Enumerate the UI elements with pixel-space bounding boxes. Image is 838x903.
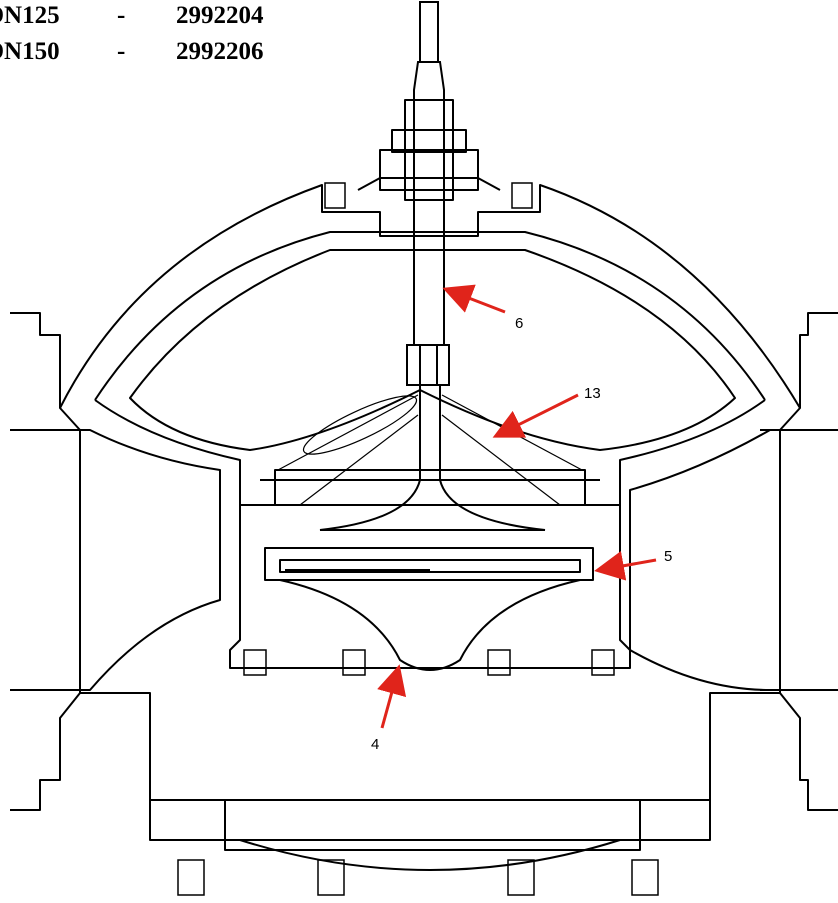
part-number-row-dn125: DN125 - 2992204	[0, 2, 306, 32]
part-size: DN150	[0, 38, 60, 65]
part-size: DN125	[0, 2, 60, 29]
arrow-5	[594, 551, 657, 581]
bottom-cover	[80, 692, 780, 851]
bolts	[177, 182, 659, 896]
bolt	[507, 859, 535, 896]
diaphragm-plate	[274, 469, 586, 506]
arrow-13	[492, 393, 579, 438]
seat-housing	[264, 547, 594, 581]
valve-stem	[279, 1, 581, 671]
bolt	[243, 649, 267, 676]
callout-label-4: 4	[371, 736, 379, 753]
part-code: 2992206	[176, 38, 264, 65]
arrow-6	[442, 284, 506, 314]
guide-struts	[277, 394, 583, 506]
valve-body-outline	[10, 99, 838, 871]
bolt	[342, 649, 366, 676]
right-flange	[779, 312, 838, 811]
bolt	[631, 859, 659, 896]
left-flange	[10, 312, 81, 811]
callout-label-5: 5	[664, 548, 672, 565]
part-separator: -	[117, 38, 126, 65]
bolt	[324, 182, 346, 209]
part-code: 2992204	[176, 2, 264, 29]
part-separator: -	[117, 2, 126, 29]
callout-label-13: 13	[584, 385, 601, 402]
callout-arrows	[377, 284, 657, 729]
bolt	[511, 182, 533, 209]
bolt	[317, 859, 345, 896]
bonnet-dome	[59, 184, 801, 409]
bolt	[487, 649, 511, 676]
part-number-row-dn150: DN150 - 2992206	[0, 38, 306, 68]
arrow-4	[377, 664, 407, 729]
callout-label-6: 6	[515, 315, 523, 332]
bolt	[177, 859, 205, 896]
bolt	[591, 649, 615, 676]
